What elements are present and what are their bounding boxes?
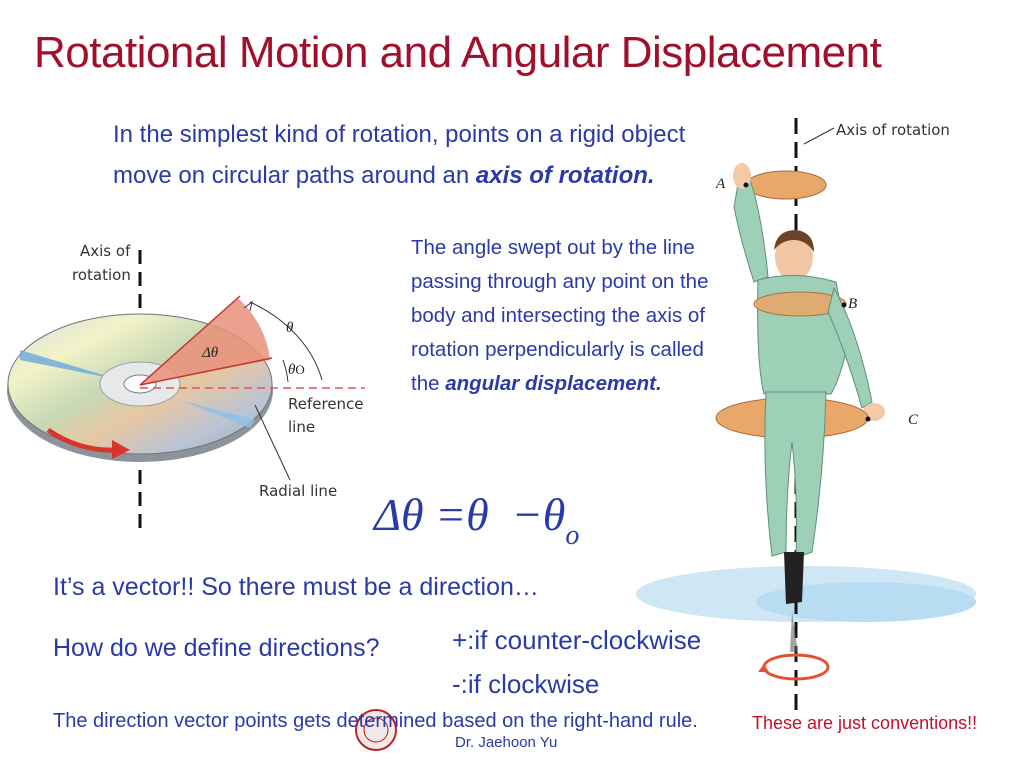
theta-arc (249, 301, 323, 381)
radial-pointer (254, 404, 291, 481)
vector-statement: It’s a vector!! So there must be a direc… (53, 573, 539, 601)
point-c-label: C (908, 412, 919, 428)
point-b-label: B (848, 296, 858, 312)
delta-theta-sector (140, 298, 270, 385)
skater-legs (764, 391, 827, 559)
delta-theta-label: Δθ (202, 345, 219, 361)
right-hand-rule-note: The direction vector points gets determi… (53, 710, 698, 732)
disc-figure (7, 250, 365, 530)
reference-label-1: Reference (288, 395, 364, 413)
para-text: The angle swept out by the line passing … (411, 236, 709, 395)
point-a-label: A (716, 176, 726, 192)
angular-displacement-formula: Δθ =θ −θo (374, 489, 580, 551)
radial-line (139, 295, 241, 386)
skater-figure (636, 118, 976, 710)
skater-axis-label: Axis of rotation (836, 121, 950, 139)
intro-text: In the simplest kind of rotation, points… (113, 121, 686, 189)
theta-label: θ (286, 320, 294, 336)
para-emphasis: angular displacement. (445, 372, 662, 395)
conventions-note: These are just conventions!! (752, 713, 978, 733)
rotation-arrow (46, 427, 119, 453)
university-seal-icon (355, 709, 397, 751)
ring-a (745, 170, 827, 200)
angular-displacement-paragraph: The angle swept out by the line passing … (411, 231, 711, 401)
slide-title: Rotational Motion and Angular Displaceme… (34, 28, 882, 77)
footer-author: Dr. Jaehoon Yu (455, 734, 558, 751)
disc-axis-label-1: Axis of (80, 242, 131, 260)
disc-axis-label-2: rotation (72, 266, 131, 284)
radial-line-label: Radial line (259, 482, 338, 500)
theta-o-label: θO (288, 362, 305, 378)
counter-clockwise-rule: +:if counter-clockwise (452, 625, 702, 655)
intro-paragraph: In the simplest kind of rotation, points… (113, 114, 713, 196)
intro-emphasis: axis of rotation. (475, 162, 655, 189)
clockwise-rule: -:if clockwise (452, 669, 600, 699)
reference-label-2: line (288, 418, 316, 436)
directions-question: How do we define directions? (53, 634, 380, 662)
